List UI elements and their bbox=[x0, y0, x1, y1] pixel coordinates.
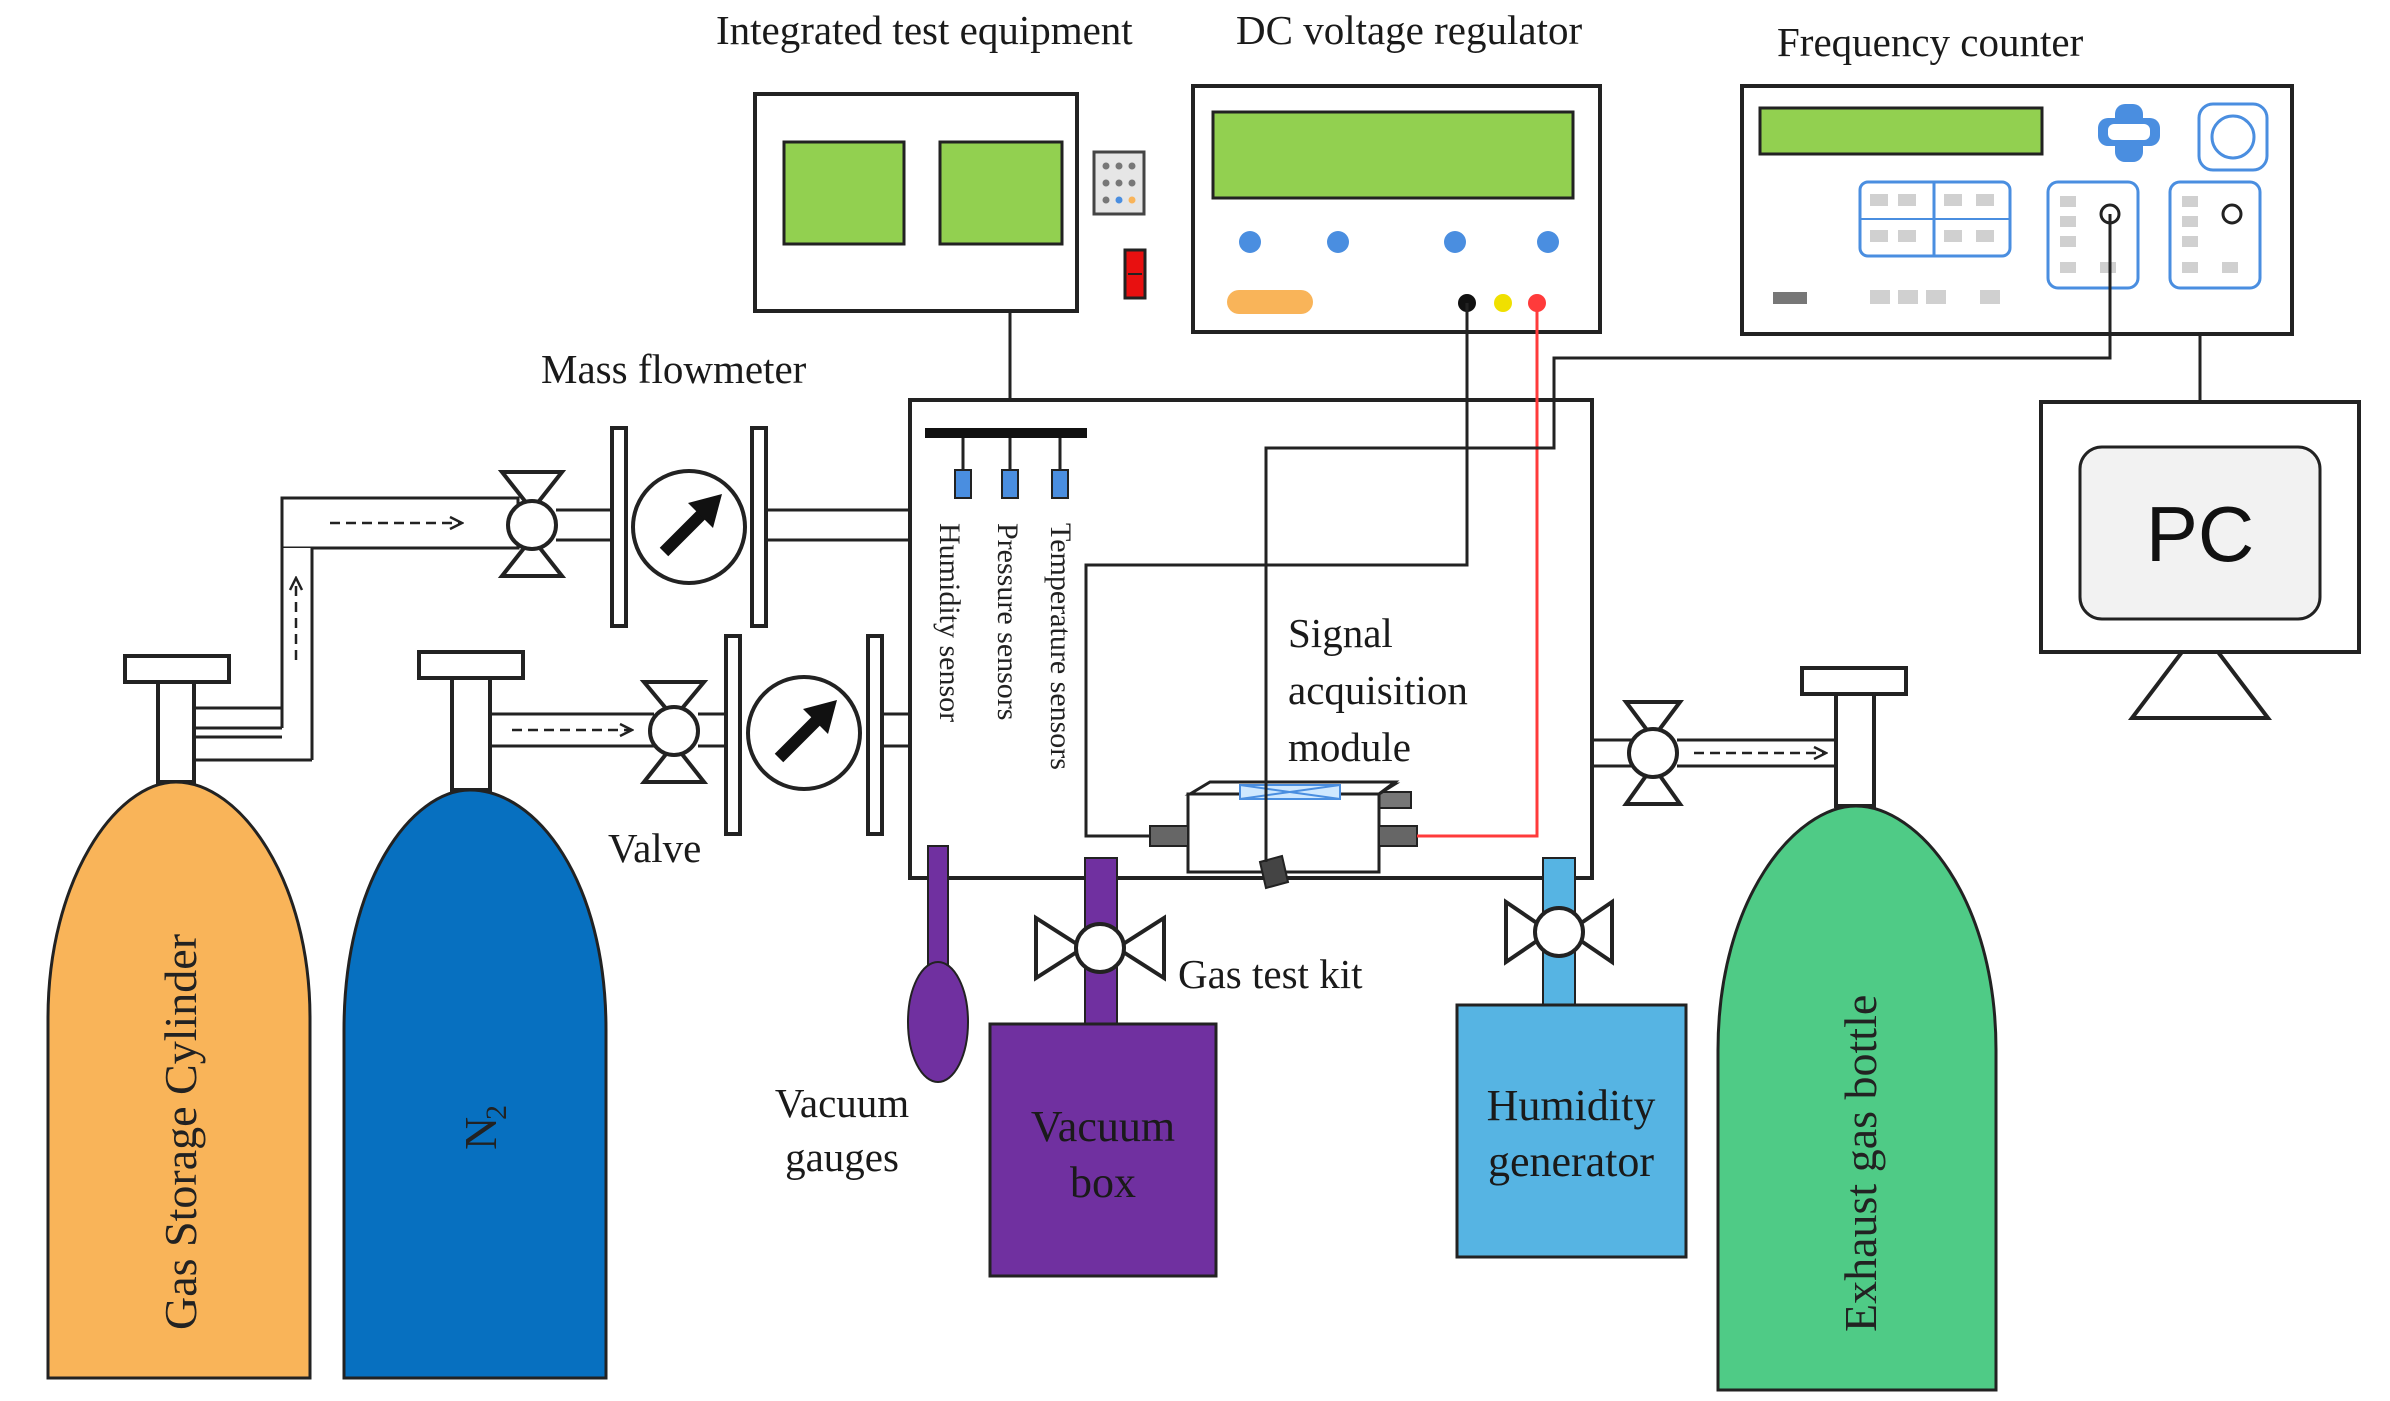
vacuum-box: Vacuum box bbox=[988, 857, 1218, 1278]
frequency-counter: Frequency counter bbox=[1740, 19, 2294, 402]
module-left-plug bbox=[1149, 825, 1189, 847]
signal-acquisition-label-3: module bbox=[1288, 724, 1411, 770]
integrated-display-right bbox=[938, 140, 1064, 246]
vacuum-gauges-label-1: Vacuum bbox=[775, 1080, 909, 1126]
dc-knob-4 bbox=[1537, 231, 1559, 253]
vacuum-gauges-label-2: gauges bbox=[785, 1134, 899, 1180]
sensor-bus bbox=[925, 428, 1087, 499]
n2-cylinder-cap bbox=[417, 650, 525, 680]
dc-regulator-display bbox=[1211, 110, 1575, 200]
round-button-icon bbox=[2197, 102, 2269, 172]
gas-cylinder-neck bbox=[156, 680, 196, 784]
temperature-sensor-probe bbox=[1051, 469, 1069, 499]
humidity-sensor-probe bbox=[954, 469, 972, 499]
humidity-generator: Humidity generator bbox=[1455, 857, 1688, 1259]
counter-input-channel-a bbox=[2046, 180, 2140, 290]
valve-label: Valve bbox=[608, 825, 701, 871]
pc-label: PC bbox=[2146, 490, 2254, 578]
dc-orange-pill bbox=[1227, 290, 1313, 314]
keypad-icon bbox=[1092, 150, 1146, 216]
n2-cylinder-body bbox=[342, 788, 608, 1380]
upper-mass-flowmeter bbox=[610, 426, 910, 628]
lower-mass-flowmeter bbox=[724, 634, 910, 836]
signal-acquisition-module: Signal acquisition module bbox=[1149, 610, 1468, 890]
dc-yellow-terminal bbox=[1494, 294, 1512, 312]
red-switch-icon bbox=[1123, 248, 1147, 300]
dc-knob-1 bbox=[1239, 231, 1261, 253]
frequency-signal-wire bbox=[1264, 214, 2112, 862]
vacuum-box-label-2: box bbox=[1070, 1158, 1136, 1207]
exhaust-gas-bottle: Exhaust gas bottle bbox=[1716, 666, 1998, 1392]
frequency-counter-label: Frequency counter bbox=[1777, 19, 2084, 65]
pc-monitor: PC bbox=[2039, 400, 2361, 720]
vacuum-gauge bbox=[907, 845, 969, 1083]
counter-input-channel-b bbox=[2168, 180, 2262, 290]
n2-pipe bbox=[490, 712, 654, 748]
humidity-generator-label-2: generator bbox=[1488, 1137, 1654, 1186]
dc-knob-3 bbox=[1444, 231, 1466, 253]
exhaust-bottle-body bbox=[1716, 804, 1998, 1392]
exhaust-pipe bbox=[1592, 700, 1840, 806]
pc-stand bbox=[2127, 650, 2273, 720]
dc-voltage-regulator-label: DC voltage regulator bbox=[1236, 7, 1582, 53]
module-right-connector bbox=[1378, 791, 1412, 809]
red-wire bbox=[1417, 303, 1539, 838]
frequency-display bbox=[1758, 106, 2044, 156]
n2-cylinder: N 2 bbox=[342, 650, 608, 1380]
humidity-sensor-label: Humidity sensor bbox=[933, 523, 966, 722]
module-bottom-plug bbox=[1258, 854, 1290, 890]
gas-storage-cylinder: Gas Storage Cylinder bbox=[46, 654, 312, 1380]
gas-cylinder-body bbox=[46, 780, 312, 1380]
gas-storage-pipe bbox=[188, 496, 520, 762]
exhaust-gas-bottle-label: Exhaust gas bottle bbox=[1835, 995, 1886, 1332]
humidity-generator-body bbox=[1455, 1003, 1688, 1259]
pressure-sensor-probe bbox=[1001, 469, 1019, 499]
lower-valve bbox=[639, 680, 709, 784]
counter-bottom-keys bbox=[1870, 290, 2000, 304]
gas-test-kit-label: Gas test kit bbox=[1178, 951, 1363, 997]
counter-button-grid bbox=[1858, 180, 2012, 258]
black-wire bbox=[1084, 303, 1469, 838]
pressure-sensors-label: Pressure sensors bbox=[991, 523, 1024, 720]
pc-screen bbox=[2078, 445, 2322, 621]
module-right-plug bbox=[1378, 825, 1418, 847]
humidity-generator-label-1: Humidity bbox=[1487, 1081, 1656, 1130]
dpad-icon bbox=[2098, 104, 2160, 162]
temperature-sensors-label: Temperature sensors bbox=[1044, 523, 1077, 770]
integrated-display-left bbox=[782, 140, 906, 246]
vacuum-box-label-1: Vacuum bbox=[1031, 1102, 1175, 1151]
exhaust-bottle-neck bbox=[1834, 692, 1876, 808]
integrated-test-equipment: Integrated test equipment bbox=[716, 7, 1147, 435]
mass-flowmeter-label: Mass flowmeter bbox=[541, 346, 807, 392]
wiring bbox=[1084, 214, 2112, 862]
n2-cylinder-neck bbox=[450, 676, 492, 792]
dc-voltage-regulator: DC voltage regulator bbox=[1191, 7, 1602, 334]
sensor-chip-icon bbox=[1239, 784, 1341, 800]
counter-dark-key bbox=[1773, 292, 1807, 304]
integrated-test-equipment-label: Integrated test equipment bbox=[716, 7, 1133, 53]
gas-storage-cylinder-label: Gas Storage Cylinder bbox=[155, 934, 206, 1330]
n2-label-subscript: 2 bbox=[480, 1105, 513, 1120]
gas-cylinder-cap bbox=[123, 654, 231, 684]
vacuum-box-body bbox=[988, 1022, 1218, 1278]
exhaust-bottle-cap bbox=[1800, 666, 1908, 696]
n2-label-letter: N bbox=[455, 1117, 506, 1150]
signal-acquisition-label-1: Signal bbox=[1288, 610, 1393, 656]
dc-knob-2 bbox=[1327, 231, 1349, 253]
upper-valve bbox=[497, 470, 567, 578]
bowtie-valve-icon bbox=[497, 470, 567, 514]
n2-label: N 2 bbox=[455, 1105, 513, 1150]
signal-acquisition-label-2: acquisition bbox=[1288, 667, 1468, 713]
